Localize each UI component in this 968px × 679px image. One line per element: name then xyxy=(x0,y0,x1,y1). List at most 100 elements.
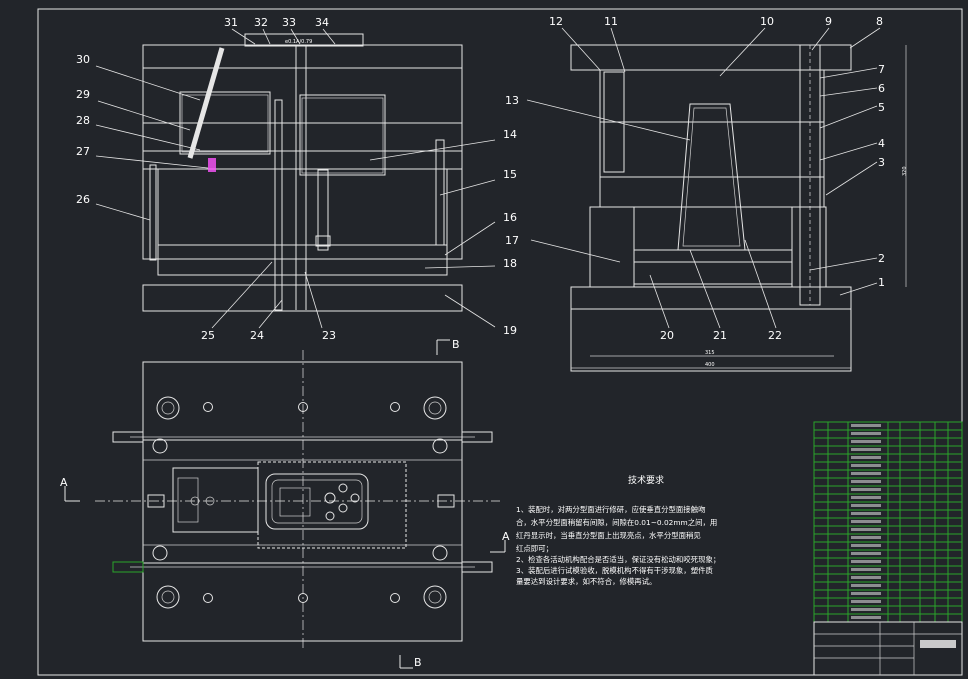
support-plate xyxy=(142,150,463,170)
bom-cell-text xyxy=(851,512,881,515)
slider-block xyxy=(179,91,271,155)
marker-b-bottom: B xyxy=(414,656,422,669)
b-guide-pin xyxy=(603,71,625,173)
callout-18: 18 xyxy=(503,257,517,270)
tech-line-6: 3、装配后进行试模验收，脱模机构不得有干涉现象，塑件质 xyxy=(516,566,713,575)
ejector-pin xyxy=(317,169,329,251)
water-fitting-right-bottom xyxy=(461,561,493,573)
callout-3: 3 xyxy=(878,156,885,169)
bom-cell-text xyxy=(851,616,881,619)
bom-cell-text xyxy=(851,424,881,427)
callout-22: 22 xyxy=(768,329,782,342)
bom-cell-text xyxy=(851,536,881,539)
callout-26: 26 xyxy=(76,193,90,206)
ejector-retainer-plate xyxy=(157,244,448,260)
callout-32: 32 xyxy=(254,16,268,29)
callout-28: 28 xyxy=(76,114,90,127)
callout-20: 20 xyxy=(660,329,674,342)
bill-of-materials-table[interactable] xyxy=(813,421,963,623)
marker-a-left: A xyxy=(60,476,68,489)
b-core-plate xyxy=(599,121,825,178)
section-b-callouts xyxy=(526,27,881,329)
callout-13: 13 xyxy=(505,94,519,107)
callout-16: 16 xyxy=(503,211,517,224)
tech-line-4: 红点即可； xyxy=(516,544,553,553)
bom-cell-text xyxy=(851,608,881,611)
callout-27: 27 xyxy=(76,145,90,158)
callout-19: 19 xyxy=(503,324,517,337)
marker-a-right: A xyxy=(502,530,510,543)
section-a-view[interactable]: e0.1A/0.79 xyxy=(142,33,463,312)
callout-9: 9 xyxy=(825,15,832,28)
bom-cell-text xyxy=(851,472,881,475)
bom-cell-text xyxy=(851,480,881,483)
b-ejector-plate xyxy=(633,249,793,263)
core-insert xyxy=(299,94,386,176)
section-b-labels: 12 11 10 9 8 7 6 5 4 3 2 1 13 17 20 21 2… xyxy=(505,15,885,342)
sprue-bushing xyxy=(244,33,364,47)
spacer-block-right xyxy=(446,168,463,260)
tech-line-3: 红丹显示时，当垂直分型面上出现亮点，水平分型面稍见 xyxy=(516,531,701,540)
bom-cell-text xyxy=(851,504,881,507)
title-block[interactable] xyxy=(813,621,963,676)
section-a-callouts xyxy=(95,28,496,329)
callout-4: 4 xyxy=(878,137,885,150)
water-fitting-left-top xyxy=(112,431,144,443)
b-dim-inner: 315 xyxy=(705,350,715,356)
molded-part xyxy=(265,473,369,530)
callout-2: 2 xyxy=(878,252,885,265)
bom-cell-text xyxy=(851,584,881,587)
b-support-plate xyxy=(599,176,825,208)
callout-17: 17 xyxy=(505,234,519,247)
callout-1: 1 xyxy=(878,276,885,289)
plan-slider xyxy=(172,467,259,533)
bom-cell-text xyxy=(851,568,881,571)
top-clamp-plate xyxy=(142,44,463,69)
bom-cell-text xyxy=(851,592,881,595)
callout-33: 33 xyxy=(282,16,296,29)
bom-cell-text xyxy=(851,600,881,603)
b-tapered-core xyxy=(677,103,746,251)
callout-11: 11 xyxy=(604,15,618,28)
callout-25: 25 xyxy=(201,329,215,342)
guide-pin-left xyxy=(149,164,157,261)
tech-requirements: 技术要求 1、装配时，对两分型面进行修研，应使垂直分型面接触吻 合，水平分型面稍… xyxy=(516,474,720,586)
bom-cell-text xyxy=(851,440,881,443)
callout-34: 34 xyxy=(315,16,329,29)
tech-line-1: 1、装配时，对两分型面进行修研，应使垂直分型面接触吻 xyxy=(516,505,705,514)
bom-cell-text xyxy=(851,560,881,563)
water-fitting-right-top xyxy=(461,431,493,443)
callout-8: 8 xyxy=(876,15,883,28)
callout-7: 7 xyxy=(878,63,885,76)
bom-cell-text xyxy=(851,552,881,555)
bom-cell-text xyxy=(851,544,881,547)
callout-5: 5 xyxy=(878,101,885,114)
callout-21: 21 xyxy=(713,329,727,342)
callout-10: 10 xyxy=(760,15,774,28)
plan-view[interactable]: B B A A xyxy=(60,338,510,669)
callout-24: 24 xyxy=(250,329,264,342)
guide-pin-right xyxy=(435,139,445,246)
callout-6: 6 xyxy=(878,82,885,95)
angle-pin xyxy=(187,47,225,159)
b-dim-side: 320 xyxy=(902,166,908,176)
bom-cell-text xyxy=(851,464,881,467)
bom-cell-text xyxy=(851,432,881,435)
bom-cell-text xyxy=(851,456,881,459)
callout-12: 12 xyxy=(549,15,563,28)
bom-cell-text xyxy=(851,496,881,499)
callout-15: 15 xyxy=(503,168,517,181)
drawing-border xyxy=(37,8,963,676)
callout-23: 23 xyxy=(322,329,336,342)
b-top-clamp-plate xyxy=(570,44,852,71)
section-b-view[interactable]: 315 400 320 xyxy=(570,44,908,372)
section-a-labels: 31 32 33 34 30 29 28 27 26 14 15 16 18 1… xyxy=(76,16,517,342)
tech-line-7: 量要达到设计要求，如不符合，修模再试。 xyxy=(516,577,656,586)
callout-14: 14 xyxy=(503,128,517,141)
locating-pin xyxy=(208,158,216,172)
bom-cell-text xyxy=(851,448,881,451)
bom-cell-text xyxy=(851,576,881,579)
callout-31: 31 xyxy=(224,16,238,29)
b-spacer-left xyxy=(589,206,635,288)
